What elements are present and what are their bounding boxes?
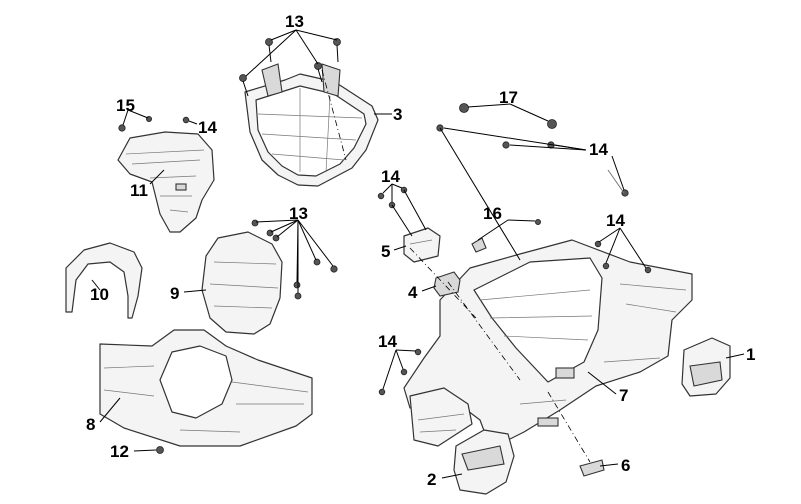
part-5-connector xyxy=(403,227,441,263)
assembly-center-lines xyxy=(321,69,591,463)
part-1-switch-box xyxy=(681,337,731,397)
part-14-screws-right xyxy=(594,240,652,274)
part-17-nuts xyxy=(459,103,557,129)
part-14-screws-lower xyxy=(378,348,422,396)
callout-13-mid: 13 xyxy=(289,204,308,223)
callout-2: 2 xyxy=(427,470,436,489)
callout-17: 17 xyxy=(499,88,518,107)
callout-14-connectors: 14 xyxy=(381,167,400,186)
part-9-headlight-lens xyxy=(201,231,283,335)
callout-10: 10 xyxy=(90,285,109,304)
callout-7: 7 xyxy=(619,386,628,405)
callout-16: 16 xyxy=(483,204,502,223)
part-6-clip xyxy=(579,459,605,477)
part-2-switch-housing xyxy=(453,429,515,495)
part-12-screw xyxy=(156,446,164,454)
callout-labels: 1 2 3 4 5 6 7 8 9 10 11 12 13 13 14 14 1… xyxy=(86,12,755,489)
part-8-front-cover xyxy=(99,329,313,447)
callout-5: 5 xyxy=(381,242,390,261)
callout-14-near-11: 14 xyxy=(198,118,217,137)
part-14-screws-upper-right xyxy=(436,124,629,261)
callout-4: 4 xyxy=(408,283,418,302)
callout-8: 8 xyxy=(86,415,95,434)
part-3-panel-frame xyxy=(244,63,379,187)
part-14-screws-connectors xyxy=(377,186,427,237)
part-15-14-screws-11 xyxy=(118,116,190,132)
callout-14-right: 14 xyxy=(606,211,625,230)
callout-9: 9 xyxy=(170,284,179,303)
part-16-clip xyxy=(471,218,542,253)
part-10-visor xyxy=(65,242,143,319)
callout-6: 6 xyxy=(621,456,630,475)
callout-11: 11 xyxy=(130,181,148,200)
part-13-screws-top xyxy=(239,38,341,97)
callout-14-lower: 14 xyxy=(378,332,397,351)
callout-14-upper-right: 14 xyxy=(589,140,608,159)
callout-3: 3 xyxy=(393,105,402,124)
callout-15: 15 xyxy=(116,96,135,115)
callout-1: 1 xyxy=(746,345,755,364)
part-11-headlight-housing xyxy=(117,131,215,233)
part-7-lower-bracket xyxy=(409,387,473,447)
part-7-rear-inner-cover xyxy=(403,239,693,445)
callout-13-top: 13 xyxy=(285,12,304,31)
callout-leaders xyxy=(91,29,745,479)
callout-12: 12 xyxy=(110,442,129,461)
